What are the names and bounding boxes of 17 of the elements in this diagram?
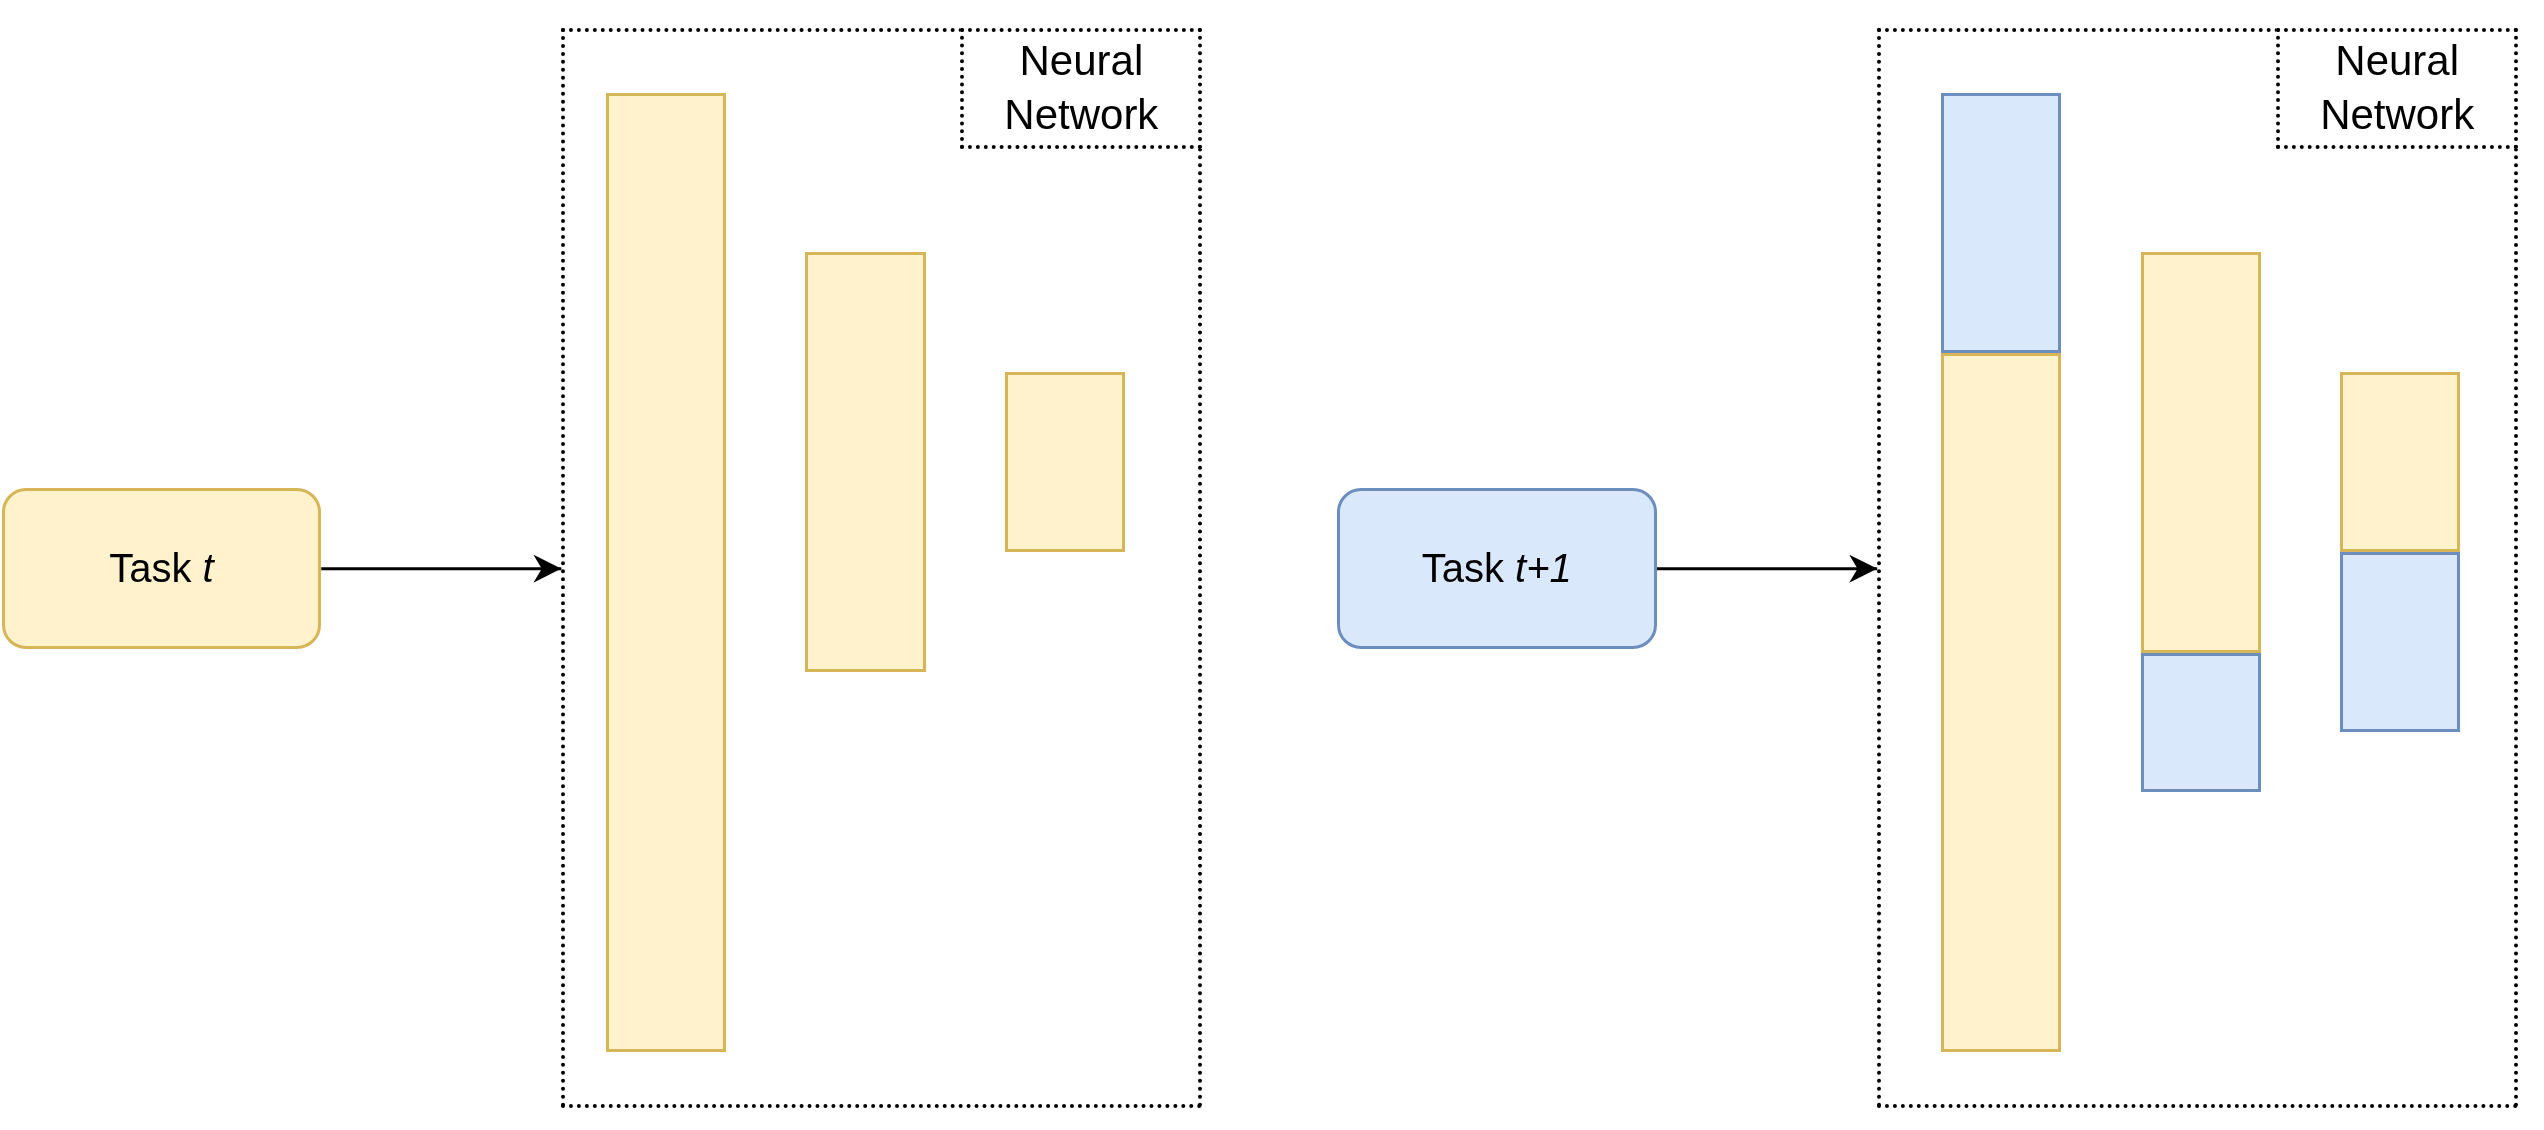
task-box: Task t+1 [1336, 488, 1657, 649]
layer-bar [1941, 93, 2062, 353]
title-box: Neural Network [960, 27, 1203, 150]
layer-bar [2340, 552, 2461, 733]
arrow [1656, 554, 1878, 583]
task-box: Task t [1, 488, 322, 649]
network-frame [561, 27, 1203, 1109]
layer-bar [2140, 252, 2261, 653]
layer-bar [1005, 372, 1126, 553]
layer-bar [1941, 352, 2062, 1053]
layer-bar [2140, 652, 2261, 793]
arrow [321, 554, 562, 583]
title-box: Neural Network [2276, 27, 2519, 150]
layer-bar [605, 93, 726, 1053]
network-frame [1877, 27, 2519, 1109]
layer-bar [2340, 372, 2461, 553]
layer-bar [805, 252, 926, 673]
